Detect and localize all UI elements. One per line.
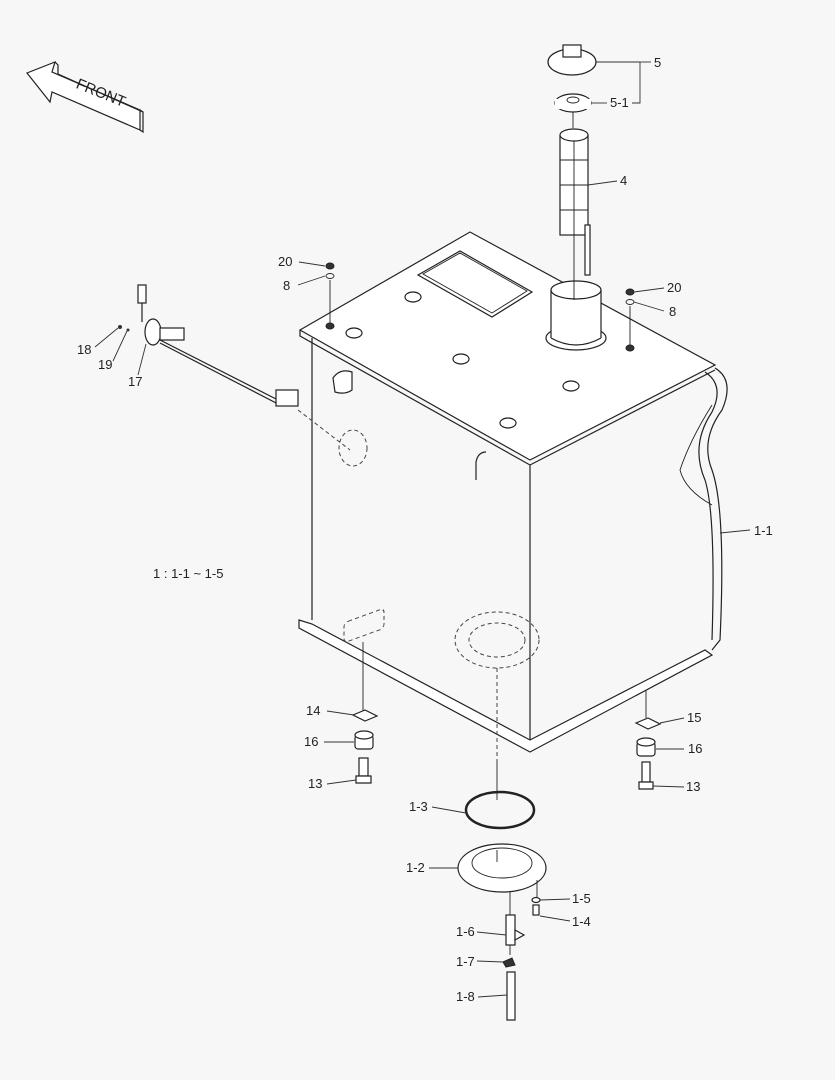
callout-1-4: 1-4 [572, 914, 591, 929]
callout-19: 19 [98, 357, 113, 372]
callout-13-left: 13 [308, 776, 323, 791]
callout-16-right: 16 [688, 741, 703, 756]
callout-13-right: 13 [686, 779, 701, 794]
callout-8-left: 8 [283, 278, 291, 293]
callout-5: 5 [654, 55, 662, 70]
assembly-note: 1 : 1-1 ~ 1-5 [153, 566, 224, 581]
callout-1-5: 1-5 [572, 891, 591, 906]
callout-1-1: 1-1 [754, 523, 773, 538]
callout-17: 17 [128, 374, 143, 389]
top-bosses [345, 291, 580, 429]
callout-1-6: 1-6 [456, 924, 475, 939]
right-mount [634, 690, 662, 790]
level-sensor [118, 284, 351, 451]
drain-assembly [457, 760, 547, 1021]
callout-14: 14 [306, 703, 321, 718]
callout-20-right: 20 [667, 280, 682, 295]
filler-neck [545, 280, 607, 351]
callout-20-left: 20 [278, 254, 293, 269]
callout-1-3: 1-3 [409, 799, 428, 814]
callout-4: 4 [620, 173, 628, 188]
callout-1-7: 1-7 [456, 954, 475, 969]
left-plug-oring [325, 262, 335, 330]
callout-5-1: 5-1 [610, 95, 629, 110]
callout-15: 15 [687, 710, 702, 725]
callout-16-left: 16 [304, 734, 319, 749]
left-mount [351, 642, 379, 784]
callout-18: 18 [77, 342, 92, 357]
elbow-fitting [332, 370, 353, 394]
right-plug-oring [625, 288, 635, 352]
cap-assembly [547, 44, 597, 300]
access-cover [416, 250, 534, 318]
callout-1-2: 1-2 [406, 860, 425, 875]
callout-8-right: 8 [669, 304, 677, 319]
callout-1-8: 1-8 [456, 989, 475, 1004]
leader-lines [94, 61, 751, 998]
front-handle [475, 451, 487, 480]
tank-body [298, 231, 728, 760]
front-arrow-icon: FRONT [26, 60, 144, 134]
